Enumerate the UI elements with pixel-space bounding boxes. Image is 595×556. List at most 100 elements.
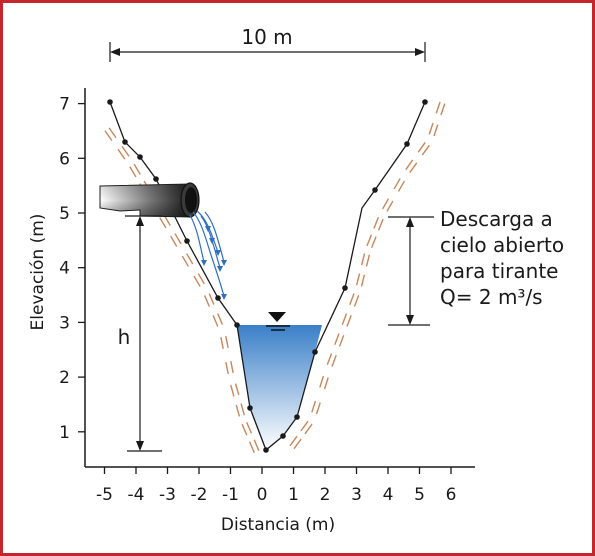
rock-hatch-mark: [326, 353, 333, 365]
annotation-dimension: [388, 216, 434, 326]
rock-hatch-mark: [304, 423, 313, 435]
x-tick-label: -3: [159, 485, 176, 505]
y-tick-label: 2: [59, 368, 70, 388]
rock-hatch-mark: [440, 103, 446, 116]
rock-hatch-mark: [129, 166, 137, 178]
rock-hatch-mark: [121, 146, 130, 157]
x-tick-label: -1: [222, 485, 239, 505]
rock-hatch-mark: [174, 233, 182, 245]
rock-hatch-mark: [234, 383, 240, 396]
rock-hatch-mark: [193, 275, 201, 287]
y-tick-label: 4: [59, 259, 70, 279]
rock-hatch-mark: [159, 217, 167, 229]
rock-hatch-mark: [241, 423, 248, 436]
spray-arrowhead: [217, 266, 223, 272]
annotation-text: Descarga a cielo abierto para tirante Q=…: [440, 207, 570, 309]
spray-arrowhead: [209, 238, 215, 244]
water-surface-symbol: [266, 312, 290, 331]
rock-hatch-mark: [386, 200, 394, 212]
rock-hatch-mark: [370, 236, 377, 249]
rock-hatch-mark: [133, 163, 141, 175]
y-tick-label: 5: [59, 204, 70, 224]
rock-hatch-mark: [417, 142, 426, 153]
rock-hatch-mark: [300, 420, 309, 432]
discharge-spray-arrows: [201, 226, 227, 300]
rock-hatch-mark: [366, 234, 373, 247]
spray-arrowhead: [201, 260, 207, 266]
right-bank-rock-hatching: [289, 101, 446, 450]
x-tick-label: 5: [414, 485, 425, 505]
rock-hatch-mark: [230, 360, 234, 374]
rock-hatch-mark: [170, 235, 178, 247]
h-dimension: [125, 215, 162, 452]
rock-hatch-mark: [248, 441, 255, 454]
rock-hatch-mark: [253, 439, 260, 452]
width-dimension: [109, 42, 426, 62]
x-tick-label: 2: [320, 485, 331, 505]
rock-hatch-mark: [203, 295, 210, 307]
rock-hatch-mark: [331, 355, 337, 367]
rock-hatch-mark: [117, 148, 126, 160]
x-tick-label: 4: [383, 485, 394, 505]
rock-hatch-mark: [360, 253, 366, 266]
x-tick-label: -2: [191, 485, 208, 505]
rock-hatch-mark: [341, 313, 348, 325]
x-tick-label: 3: [351, 485, 362, 505]
x-tick-label: 1: [288, 485, 299, 505]
y-tick-label: 1: [59, 423, 70, 443]
rock-hatch-mark: [338, 335, 345, 347]
x-tick-label: -4: [128, 485, 145, 505]
rock-hatch-mark: [197, 273, 205, 285]
rock-hatch-mark: [334, 333, 340, 345]
rock-hatch-mark: [353, 295, 360, 307]
rock-hatch-mark: [360, 274, 366, 287]
spray-arrowhead: [221, 294, 227, 300]
x-tick-label: 6: [446, 485, 457, 505]
rock-hatch-mark: [225, 361, 229, 375]
rock-hatch-mark: [293, 438, 302, 450]
rock-hatch-mark: [373, 216, 380, 229]
y-tick-label: 3: [59, 313, 70, 333]
spray-arrowhead: [215, 250, 221, 256]
rock-hatch-mark: [323, 377, 329, 390]
rock-hatch-mark: [315, 402, 321, 415]
rock-hatch-mark: [217, 313, 224, 325]
rock-hatch-mark: [186, 253, 194, 265]
y-tick-label: 7: [59, 95, 70, 115]
terrain-survey-points: [107, 99, 428, 453]
y-axis-ticks: 1 2 3 4 5 6 7: [59, 95, 85, 443]
width-label: 10 m: [241, 25, 292, 49]
rock-hatch-mark: [393, 178, 401, 190]
rock-hatch-mark: [181, 255, 189, 267]
discharge-pipe: [99, 182, 200, 218]
rock-hatch-mark: [240, 403, 245, 416]
rock-hatch-mark: [377, 218, 384, 231]
x-tick-label: 0: [257, 485, 268, 505]
rock-hatch-mark: [355, 273, 361, 286]
x-axis-title: Distancia (m): [221, 515, 335, 535]
rock-hatch-mark: [346, 315, 352, 327]
rock-hatch-mark: [212, 315, 219, 327]
rock-hatch-mark: [220, 336, 224, 350]
rock-hatch-mark: [435, 101, 441, 114]
spray-arrowhead: [221, 260, 227, 266]
rock-hatch-mark: [409, 162, 418, 173]
rock-hatch-mark: [246, 421, 253, 434]
rock-hatch-mark: [319, 375, 325, 388]
rock-hatch-mark: [235, 404, 241, 417]
rock-hatch-mark: [428, 122, 434, 135]
x-tick-label: -5: [96, 485, 113, 505]
rock-hatch-mark: [104, 130, 113, 141]
rock-hatch-mark: [405, 159, 414, 171]
rock-hatch-mark: [289, 435, 298, 447]
rock-hatch-mark: [381, 198, 390, 210]
rock-hatch-mark: [349, 293, 355, 305]
y-axis-title: Elevación (m): [28, 214, 48, 331]
rock-hatch-mark: [433, 124, 439, 137]
rock-hatch-mark: [311, 400, 317, 413]
left-bank-rock-hatching: [104, 127, 260, 454]
water-body: [237, 325, 322, 450]
y-tick-label: 6: [59, 149, 70, 169]
